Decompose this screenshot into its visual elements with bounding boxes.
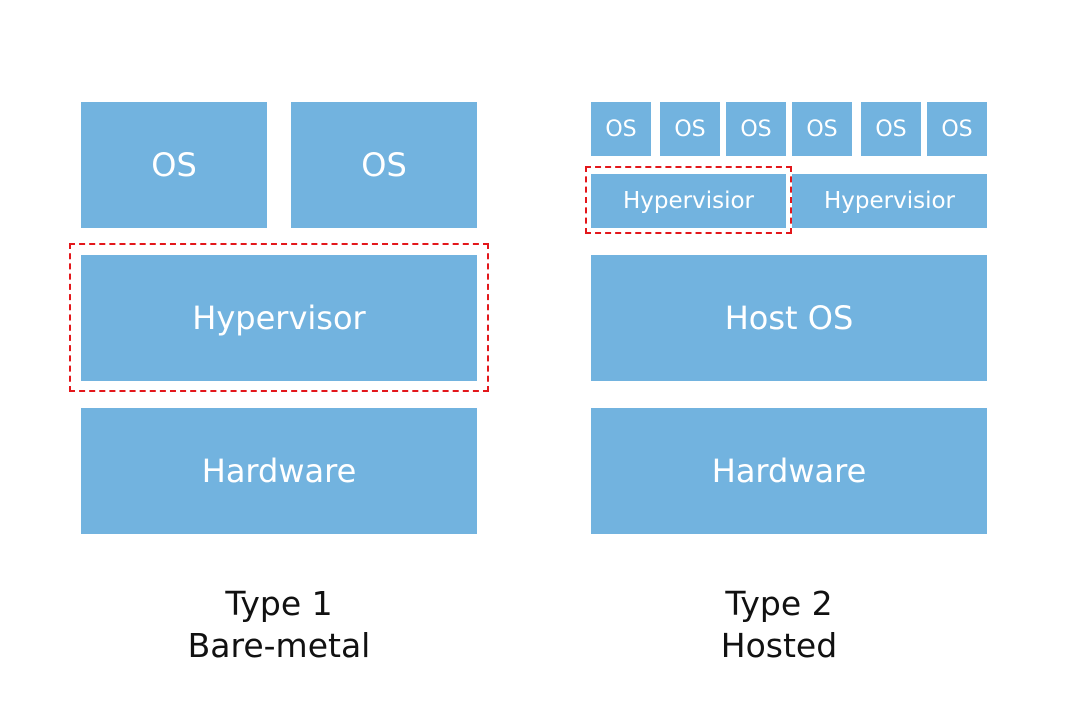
type2-hardware-block: Hardware: [591, 408, 987, 534]
type2-os-label-2: OS: [674, 116, 706, 142]
type1-hardware-block: Hardware: [81, 408, 477, 534]
type1-os-right-label: OS: [361, 146, 407, 184]
type2-os-block-2: OS: [660, 102, 720, 156]
type2-os-block-4: OS: [792, 102, 852, 156]
type2-host-os-label: Host OS: [724, 299, 854, 337]
type1-hypervisor-block: Hypervisor: [81, 255, 477, 381]
type2-host-os-block: Host OS: [591, 255, 987, 381]
type2-hypervisor-right-label: Hypervisior: [823, 188, 955, 214]
type1-caption-subtitle: Bare-metal: [187, 626, 371, 665]
type2-os-block-3: OS: [726, 102, 786, 156]
type2-os-block-5: OS: [861, 102, 921, 156]
type2-caption-title: Type 2: [725, 584, 833, 623]
type2-os-label-4: OS: [806, 116, 838, 142]
type1-os-right-block: OS: [291, 102, 477, 228]
type2-os-label-5: OS: [875, 116, 907, 142]
type2-hardware-label: Hardware: [711, 452, 867, 490]
type2-caption: Type 2 Hosted: [629, 583, 929, 667]
type2-os-label-3: OS: [740, 116, 772, 142]
type1-caption: Type 1 Bare-metal: [129, 583, 429, 667]
type1-os-left-label: OS: [151, 146, 197, 184]
type1-hypervisor-label: Hypervisor: [192, 299, 366, 337]
type2-hypervisor-right-block: Hypervisior: [792, 174, 987, 228]
type1-caption-title: Type 1: [225, 584, 333, 623]
type2-os-block-6: OS: [927, 102, 987, 156]
type2-hypervisor-left-label: Hypervisior: [622, 188, 754, 214]
type1-hardware-label: Hardware: [201, 452, 357, 490]
type2-os-label-6: OS: [941, 116, 973, 142]
type2-caption-subtitle: Hosted: [720, 626, 838, 665]
type2-hypervisor-left-block: Hypervisior: [591, 174, 786, 228]
type2-os-label-1: OS: [605, 116, 637, 142]
type2-os-block-1: OS: [591, 102, 651, 156]
type1-os-left-block: OS: [81, 102, 267, 228]
